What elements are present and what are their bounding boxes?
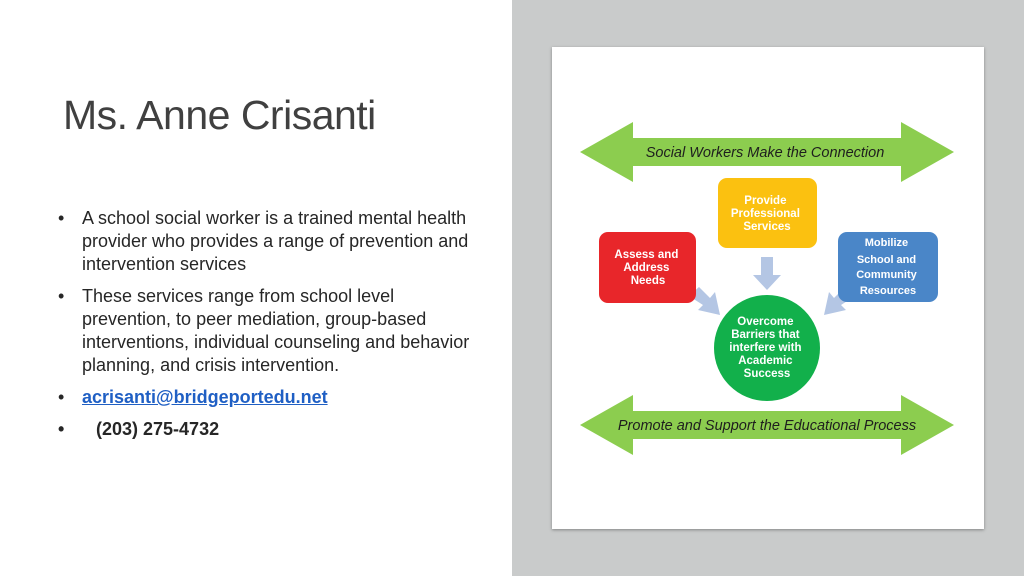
overcome-barriers-circle — [714, 295, 820, 401]
overcome-barriers-label: Overcome Barriers that interfere with Ac… — [729, 316, 804, 380]
bullet-text: These services range from school level p… — [82, 286, 470, 375]
provide-line-3: Services — [743, 221, 790, 233]
text-pane: Ms. Anne Crisanti • A school social work… — [58, 92, 478, 450]
bullet-item: • A school social worker is a trained me… — [58, 207, 478, 276]
overcome-line-1: Overcome — [737, 316, 793, 328]
diagram-figure: Social Workers Make the Connection Promo… — [552, 47, 984, 529]
provide-services-label: Provide Professional Services — [731, 195, 803, 233]
mobilize-line-1: Mobilize — [865, 237, 908, 249]
assess-line-3: Needs — [631, 275, 666, 287]
top-arrow-label: Social Workers Make the Connection — [646, 145, 885, 161]
bottom-double-arrow — [580, 395, 954, 455]
overcome-line-3: interfere with — [729, 342, 801, 354]
bullet-dot: • — [58, 387, 65, 407]
connector-arrow-left — [689, 287, 720, 315]
top-double-arrow — [580, 122, 954, 182]
slide-title: Ms. Anne Crisanti — [63, 92, 376, 138]
bullet-dot: • — [58, 208, 65, 228]
bullet-list: • A school social worker is a trained me… — [58, 207, 478, 450]
mobilize-resources-box — [838, 232, 938, 302]
bullet-text: A school social worker is a trained ment… — [82, 208, 469, 274]
provide-line-2: Professional — [731, 208, 800, 220]
overcome-line-2: Barriers that — [731, 329, 800, 341]
mobilize-line-3: Community — [856, 269, 917, 281]
overcome-line-5: Success — [744, 368, 791, 380]
bottom-arrow-label: Promote and Support the Educational Proc… — [618, 418, 916, 434]
mobilize-line-2: School and — [857, 254, 916, 266]
bullet-item: • These services range from school level… — [58, 285, 478, 377]
assess-needs-box — [599, 232, 696, 303]
bullet-item-phone: • (203) 275-4732 — [58, 418, 478, 441]
diagram-svg: Social Workers Make the Connection Promo… — [580, 122, 954, 455]
connector-arrow-down — [753, 257, 781, 290]
bullet-item-email: • acrisanti@bridgeportedu.net — [58, 386, 478, 409]
phone-number: (203) 275-4732 — [96, 419, 220, 439]
mobilize-line-4: Resources — [860, 285, 916, 297]
provide-line-1: Provide — [744, 195, 786, 207]
assess-line-2: Address — [623, 262, 669, 274]
bullet-dot: • — [58, 419, 65, 439]
assess-needs-label: Assess and Address Needs — [614, 249, 681, 287]
provide-services-box — [718, 178, 817, 248]
mobilize-resources-label: Mobilize School and Community Resources — [856, 237, 920, 297]
overcome-line-4: Academic — [738, 355, 793, 367]
email-link[interactable]: acrisanti@bridgeportedu.net — [82, 387, 328, 407]
bullet-dot: • — [58, 286, 65, 306]
assess-line-1: Assess and — [614, 249, 678, 261]
